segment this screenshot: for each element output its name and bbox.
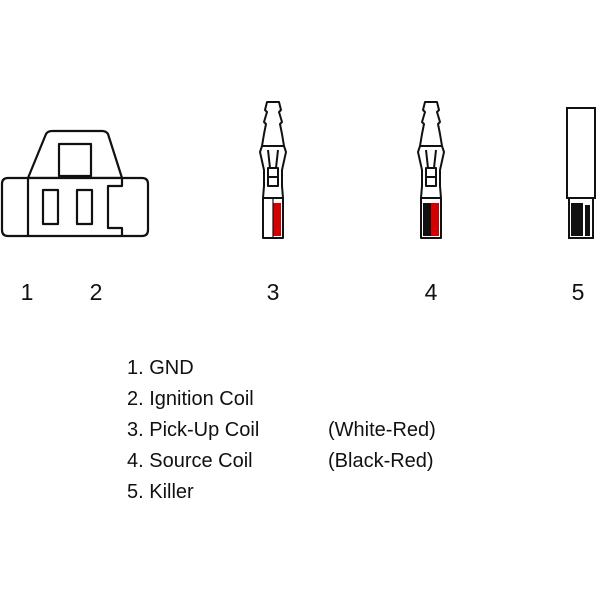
two-pin-connector-icon	[0, 129, 150, 238]
black-wire-band-2	[585, 205, 590, 236]
red-wire-band	[273, 203, 281, 236]
pin-number-4: 4	[424, 279, 438, 305]
legend-item-gnd: 1. GND	[127, 357, 194, 379]
bullet-terminal-black-red-icon	[417, 101, 445, 239]
legend-note-white-red: (White-Red)	[328, 419, 436, 441]
bullet-terminal-white-red-icon	[259, 101, 287, 239]
pin-number-3: 3	[266, 279, 280, 305]
black-wire-band	[571, 203, 583, 236]
pin-number-1: 1	[20, 279, 34, 305]
legend-note-black-red: (Black-Red)	[328, 450, 434, 472]
legend-item-ignition-coil: 2. Ignition Coil	[127, 388, 254, 410]
red-wire-band	[431, 203, 439, 236]
pin-number-5: 5	[571, 279, 585, 305]
black-wire-band	[423, 203, 431, 236]
white-wire-band	[265, 203, 273, 236]
wire-stub-icon	[566, 107, 596, 239]
legend-item-pick-up-coil: 3. Pick-Up Coil	[127, 419, 260, 441]
legend-item-killer: 5. Killer	[127, 481, 194, 503]
pin-number-2: 2	[89, 279, 103, 305]
legend-item-source-coil: 4. Source Coil	[127, 450, 253, 472]
